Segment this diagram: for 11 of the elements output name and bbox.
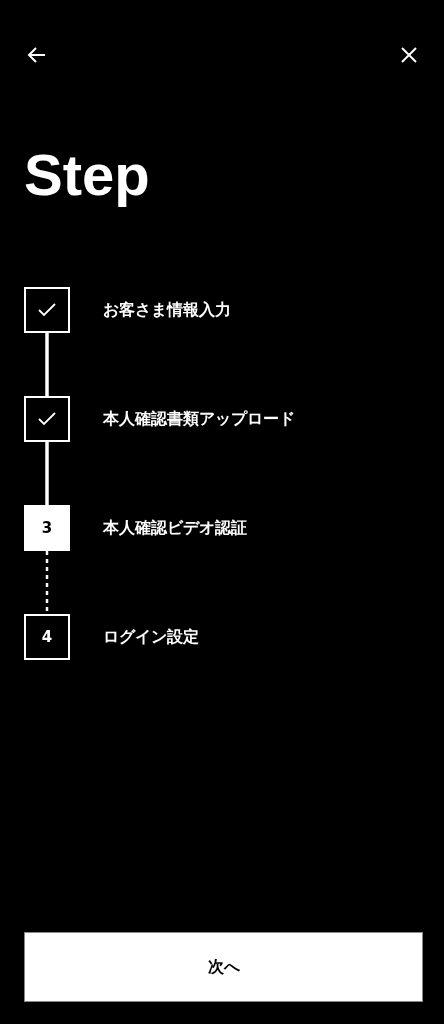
step-label: 本人確認書類アップロード xyxy=(103,408,295,430)
step-label: お客さま情報入力 xyxy=(103,299,231,321)
connector-line xyxy=(45,442,49,505)
step-number: 3 xyxy=(41,519,53,537)
connector-line xyxy=(45,551,49,614)
next-button: 次へ xyxy=(24,932,423,1002)
connector-line xyxy=(45,333,49,396)
step-label: ログイン設定 xyxy=(103,626,199,648)
step-number: 4 xyxy=(41,628,53,646)
title: Step xyxy=(24,141,150,209)
step-label: 本人確認ビデオ認証 xyxy=(103,517,247,539)
